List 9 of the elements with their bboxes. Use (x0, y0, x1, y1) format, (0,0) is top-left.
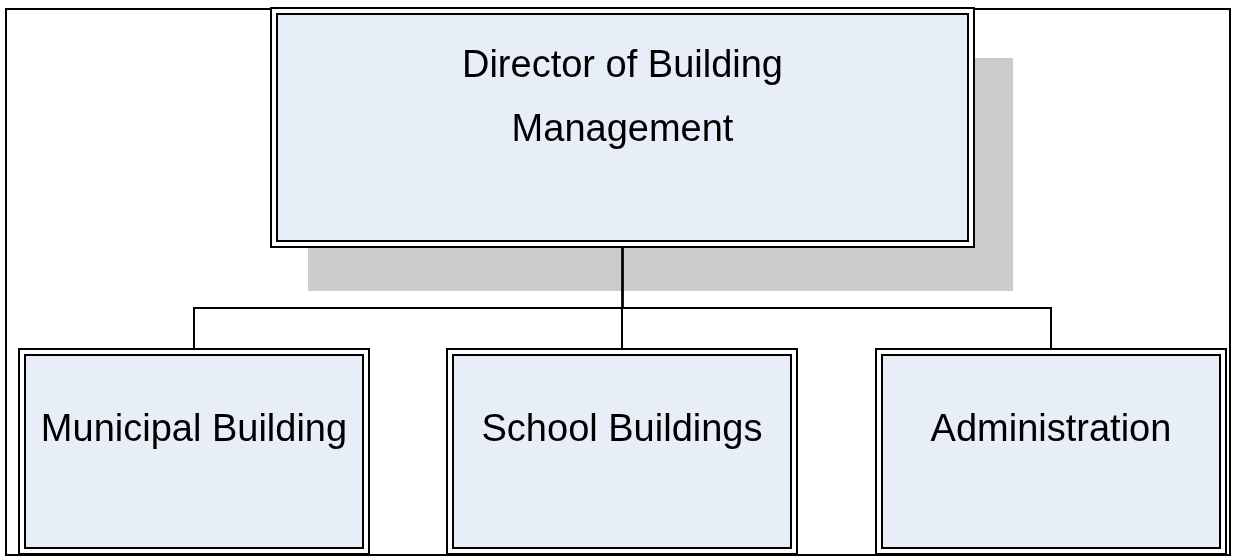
org-box (270, 7, 975, 248)
org-box (446, 348, 798, 555)
box-label: Municipal Building (40, 406, 348, 451)
box-label: School Buildings (481, 406, 763, 451)
connector-line (621, 247, 1052, 349)
org-box (875, 348, 1227, 555)
org-box (18, 348, 370, 555)
box-label: Administration (930, 406, 1172, 451)
box-label: Director of Building Management (460, 42, 784, 151)
